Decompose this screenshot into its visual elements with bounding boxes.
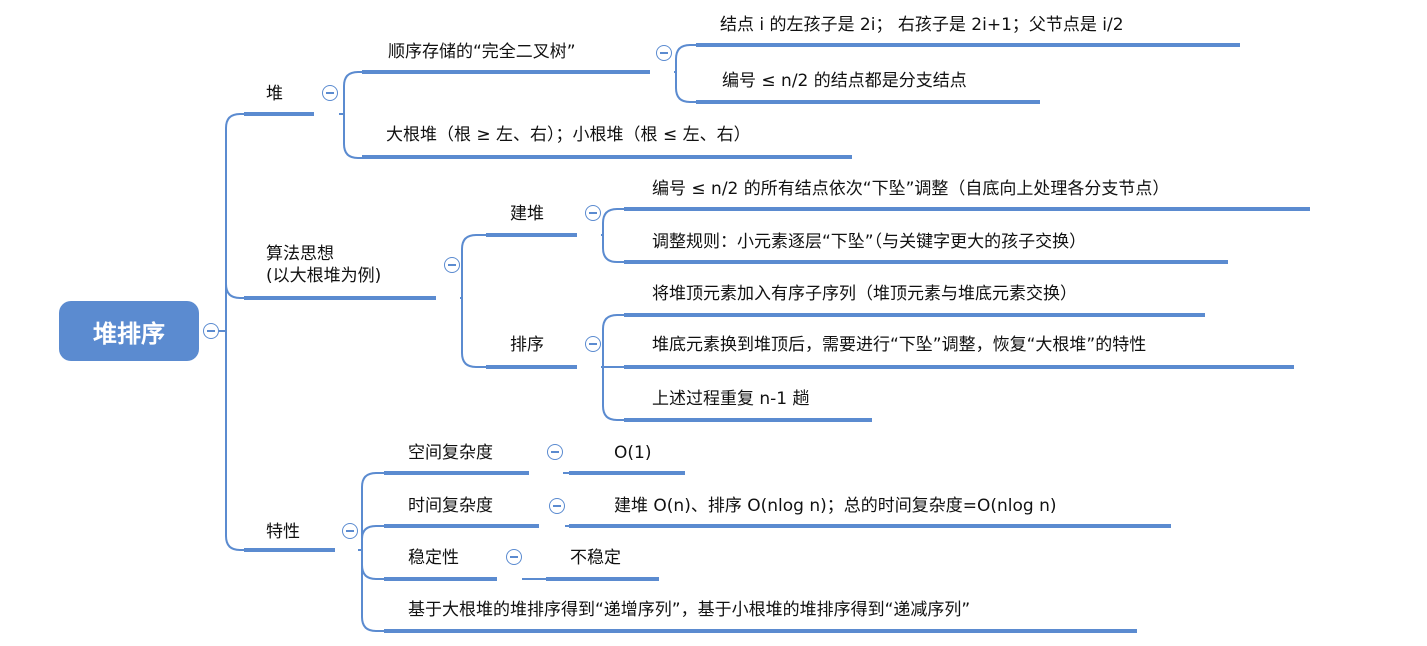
branch-algorithm-label: 算法思想 (以大根堆为例) [266, 243, 436, 287]
leaf-child-index-text: 结点 i 的左孩子是 2i； 右孩子是 2i+1；父节点是 i/2 [720, 15, 1124, 35]
branch-heap-label: 堆 [266, 84, 283, 104]
leaf-build-rule-underline [624, 260, 1228, 264]
leaf-branch-nodes-underline [696, 100, 1040, 104]
collapse-icon[interactable] [444, 257, 460, 273]
node-time-complexity-underline [384, 524, 539, 528]
node-sort-underline [486, 365, 577, 369]
collapse-icon[interactable] [342, 523, 358, 539]
collapse-icon[interactable] [506, 549, 522, 565]
root-label: 堆排序 [93, 319, 165, 348]
node-stability-label: 稳定性 [408, 548, 459, 568]
node-sequential-storage-underline [362, 70, 650, 74]
node-heap-types-underline [362, 155, 852, 159]
collapse-icon[interactable] [656, 45, 672, 61]
leaf-child-index-underline [696, 43, 1240, 47]
node-time-complexity-label: 时间复杂度 [408, 496, 493, 516]
node-build-heap-label: 建堆 [510, 204, 544, 224]
node-sort-order-underline [384, 629, 1137, 633]
leaf-sort-sift-text: 堆底元素换到堆顶后，需要进行“下坠”调整，恢复“大根堆”的特性 [652, 335, 1147, 355]
collapse-icon[interactable] [585, 205, 601, 221]
branch-algorithm-label-line1: 算法思想 [266, 244, 334, 264]
node-space-complexity-label: 空间复杂度 [408, 443, 493, 463]
node-build-heap-underline [486, 233, 577, 237]
leaf-sort-swap-text: 将堆顶元素加入有序子序列（堆顶元素与堆底元素交换） [652, 284, 1077, 304]
branch-properties-label: 特性 [266, 522, 300, 542]
leaf-stability-value-underline [546, 577, 659, 581]
collapse-icon[interactable] [585, 336, 601, 352]
leaf-branch-nodes-text: 编号 ≤ n/2 的结点都是分支结点 [722, 71, 967, 91]
leaf-space-value-text: O(1) [614, 443, 652, 463]
branch-heap-underline [244, 112, 314, 116]
leaf-time-value-text: 建堆 O(n)、排序 O(nlog n)；总的时间复杂度=O(nlog n) [614, 496, 1057, 516]
leaf-build-order-text: 编号 ≤ n/2 的所有结点依次“下坠”调整（自底向上处理各分支节点） [652, 179, 1170, 199]
branch-algorithm-underline [244, 296, 436, 300]
node-space-complexity-underline [384, 471, 529, 475]
node-sort-order-text: 基于大根堆的堆排序得到“递增序列”，基于小根堆的堆排序得到“递减序列” [408, 600, 971, 620]
collapse-icon[interactable] [322, 85, 338, 101]
leaf-sort-repeat-text: 上述过程重复 n-1 趟 [652, 389, 810, 409]
leaf-sort-swap-underline [624, 313, 1205, 317]
leaf-build-rule-text: 调整规则：小元素逐层“下坠”（与关键字更大的孩子交换） [652, 232, 1087, 252]
leaf-stability-value-text: 不稳定 [570, 548, 621, 568]
branch-properties-underline [244, 548, 335, 552]
collapse-icon[interactable] [549, 498, 565, 514]
leaf-build-order-underline [624, 207, 1310, 211]
leaf-sort-sift-underline [624, 365, 1294, 369]
node-sequential-storage-label: 顺序存储的“完全二叉树” [388, 42, 576, 62]
collapse-icon[interactable] [547, 444, 563, 460]
node-sort-label: 排序 [510, 335, 544, 355]
leaf-sort-repeat-underline [624, 418, 872, 422]
leaf-space-value-underline [569, 471, 685, 475]
node-heap-types-text: 大根堆（根 ≥ 左、右）；小根堆（根 ≤ 左、右） [386, 125, 751, 145]
root-node[interactable]: 堆排序 [59, 301, 199, 361]
branch-algorithm-label-line2: (以大根堆为例) [266, 266, 382, 286]
node-stability-underline [384, 577, 497, 581]
collapse-icon[interactable] [203, 323, 219, 339]
leaf-time-value-underline [569, 524, 1171, 528]
